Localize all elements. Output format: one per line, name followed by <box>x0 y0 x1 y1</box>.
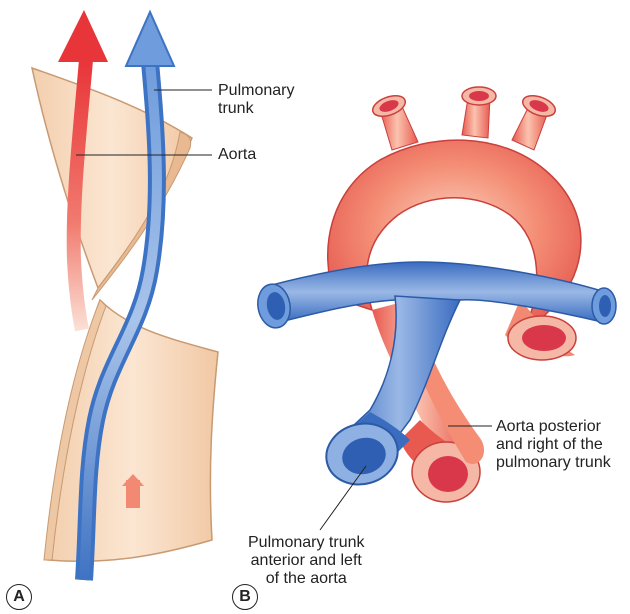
pulmonary-anterior-label-line2: anterior and left <box>248 552 365 570</box>
aorta-posterior-label-line1: Aorta posterior <box>496 418 611 436</box>
aorta-posterior-label-line3: pulmonary trunk <box>496 454 611 472</box>
pulmonary-anterior-label-line3: of the aorta <box>248 570 365 588</box>
aorta-posterior-label: Aorta posterior and right of the pulmona… <box>496 418 611 472</box>
panel-b-marker: B <box>232 584 258 610</box>
pulmonary-anterior-label: Pulmonary trunk anterior and left of the… <box>248 534 365 588</box>
pulmonary-trunk-label-line1: Pulmonary <box>218 82 294 100</box>
pulmonary-trunk-label-line2: trunk <box>218 100 294 118</box>
panel-a-septum <box>32 68 218 561</box>
aorta-label: Aorta <box>218 146 256 164</box>
panel-a-marker: A <box>6 584 32 610</box>
pulmonary-trunk-label: Pulmonary trunk <box>218 82 294 118</box>
pulmonary-anterior-label-line1: Pulmonary trunk <box>248 534 365 552</box>
aorta-posterior-label-line2: and right of the <box>496 436 611 454</box>
